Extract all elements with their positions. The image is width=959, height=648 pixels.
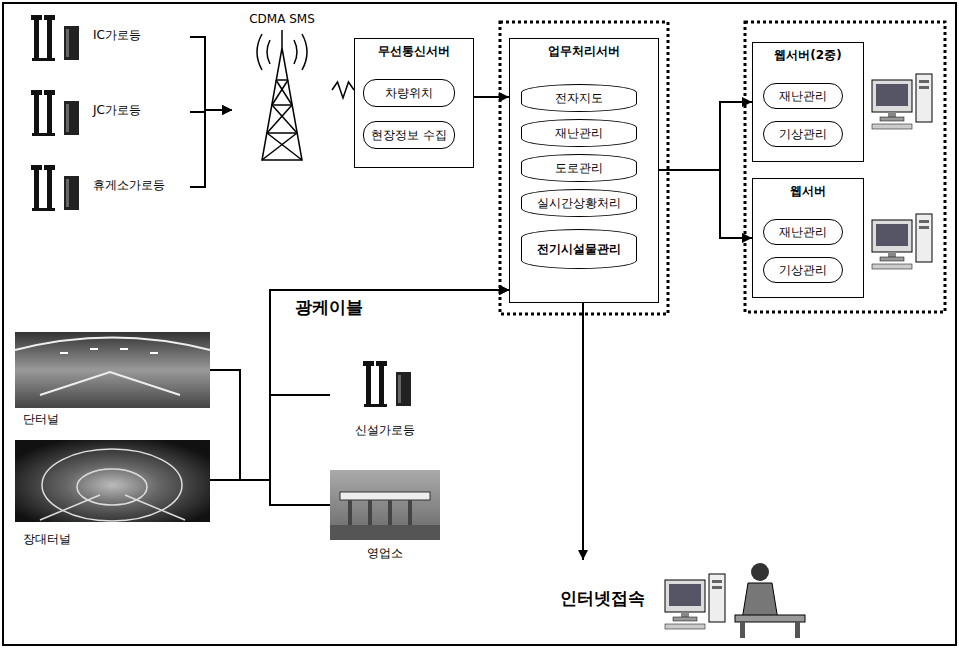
node-text: JC가로등 bbox=[93, 103, 190, 118]
node-text: 무선통신서버 bbox=[355, 44, 473, 59]
node-text: 장대터널 bbox=[23, 532, 210, 547]
connector-line bbox=[332, 82, 354, 98]
arrow-head bbox=[499, 92, 509, 102]
node-text: 인터넷접속 bbox=[560, 588, 820, 609]
connector-line bbox=[270, 290, 509, 395]
arrow-head bbox=[499, 285, 509, 295]
streetlight-node: 휴게소가로등 bbox=[25, 162, 190, 212]
arrow-head bbox=[222, 105, 232, 115]
server-box: 무선통신서버차량위치현장정보 수집 bbox=[354, 38, 474, 168]
node-text: 현장정보 수집 bbox=[371, 128, 447, 143]
database-item: 전자지도 bbox=[521, 84, 637, 112]
connector bbox=[210, 285, 509, 480]
node-text: 실시간상황처리 bbox=[537, 196, 621, 211]
database-item: 실시간상황처리 bbox=[521, 189, 637, 217]
node-text: 재난관리 bbox=[779, 89, 827, 104]
arrow-head bbox=[499, 285, 509, 295]
node-text: 웹서버(2중) bbox=[753, 48, 863, 63]
cdma-tower-node: CDMA SMS bbox=[232, 10, 332, 160]
node-text: 전기시설물관리 bbox=[537, 242, 621, 257]
function-item: 현장정보 수집 bbox=[363, 121, 455, 149]
tunnel-node: 장대터널 bbox=[15, 440, 210, 555]
connector bbox=[659, 170, 752, 243]
arrow-head bbox=[499, 285, 509, 295]
connector-label: 광케이블 bbox=[292, 296, 366, 319]
connector-line bbox=[659, 102, 752, 170]
connector bbox=[659, 97, 752, 170]
function-item: 기상관리 bbox=[763, 257, 843, 283]
node-text: 재난관리 bbox=[779, 225, 827, 240]
connector bbox=[578, 303, 588, 560]
internet-access-node: 인터넷접속 bbox=[560, 560, 820, 642]
node-text: 재난관리 bbox=[555, 126, 603, 141]
arrow-head bbox=[578, 550, 588, 560]
tunnel-node: 단터널 bbox=[15, 332, 210, 432]
connector-line bbox=[190, 110, 232, 187]
node-text: 영업소 bbox=[330, 546, 440, 561]
connector-line bbox=[190, 37, 232, 110]
node-text: 기상관리 bbox=[779, 127, 827, 142]
connector-line bbox=[210, 290, 509, 480]
function-item: 차량위치 bbox=[363, 79, 455, 107]
function-item: 재난관리 bbox=[763, 83, 843, 109]
connector bbox=[190, 105, 232, 187]
arrow-head bbox=[222, 105, 232, 115]
connector-line bbox=[210, 290, 509, 480]
streetlight-node: JC가로등 bbox=[25, 87, 190, 137]
database-item: 재난관리 bbox=[521, 119, 637, 147]
connector bbox=[270, 285, 509, 505]
node-text: 휴게소가로등 bbox=[93, 178, 190, 193]
connector-line bbox=[270, 290, 509, 505]
database-item: 도로관리 bbox=[521, 154, 637, 182]
web-server-box: 웹서버재난관리기상관리 bbox=[752, 178, 864, 298]
node-text: 신설가로등 bbox=[330, 423, 440, 438]
streetlight-node: 신설가로등 bbox=[330, 355, 440, 445]
node-text: 웹서버 bbox=[753, 184, 863, 199]
arrow-head bbox=[499, 285, 509, 295]
node-text: 차량위치 bbox=[385, 86, 433, 101]
toll-office-node: 영업소 bbox=[330, 470, 440, 570]
arrow-head bbox=[742, 97, 752, 107]
web-server-box: 웹서버(2중) 재난관리기상관리 bbox=[752, 42, 864, 162]
node-text: 도로관리 bbox=[555, 161, 603, 176]
connector-line bbox=[659, 170, 752, 238]
arrow-head bbox=[742, 233, 752, 243]
server-box: 업무처리서버전자지도재난관리도로관리실시간상황처리전기시설물관리 bbox=[509, 38, 659, 303]
connector bbox=[210, 285, 509, 480]
streetlight-node: IC가로등 bbox=[25, 12, 190, 62]
connector bbox=[270, 285, 509, 395]
node-text: IC가로등 bbox=[93, 28, 190, 43]
node-text: 전자지도 bbox=[555, 91, 603, 106]
connector-line bbox=[582, 303, 584, 560]
arrow-head bbox=[222, 105, 232, 115]
node-text: 단터널 bbox=[23, 412, 210, 427]
node-text: CDMA SMS bbox=[232, 12, 332, 27]
function-item: 재난관리 bbox=[763, 219, 843, 245]
node-text: 기상관리 bbox=[779, 263, 827, 278]
node-text: 업무처리서버 bbox=[510, 44, 658, 59]
database-item: 전기시설물관리 bbox=[521, 229, 637, 269]
connector bbox=[190, 37, 232, 115]
function-item: 기상관리 bbox=[763, 121, 843, 147]
connector bbox=[332, 82, 354, 98]
connector bbox=[474, 92, 509, 102]
